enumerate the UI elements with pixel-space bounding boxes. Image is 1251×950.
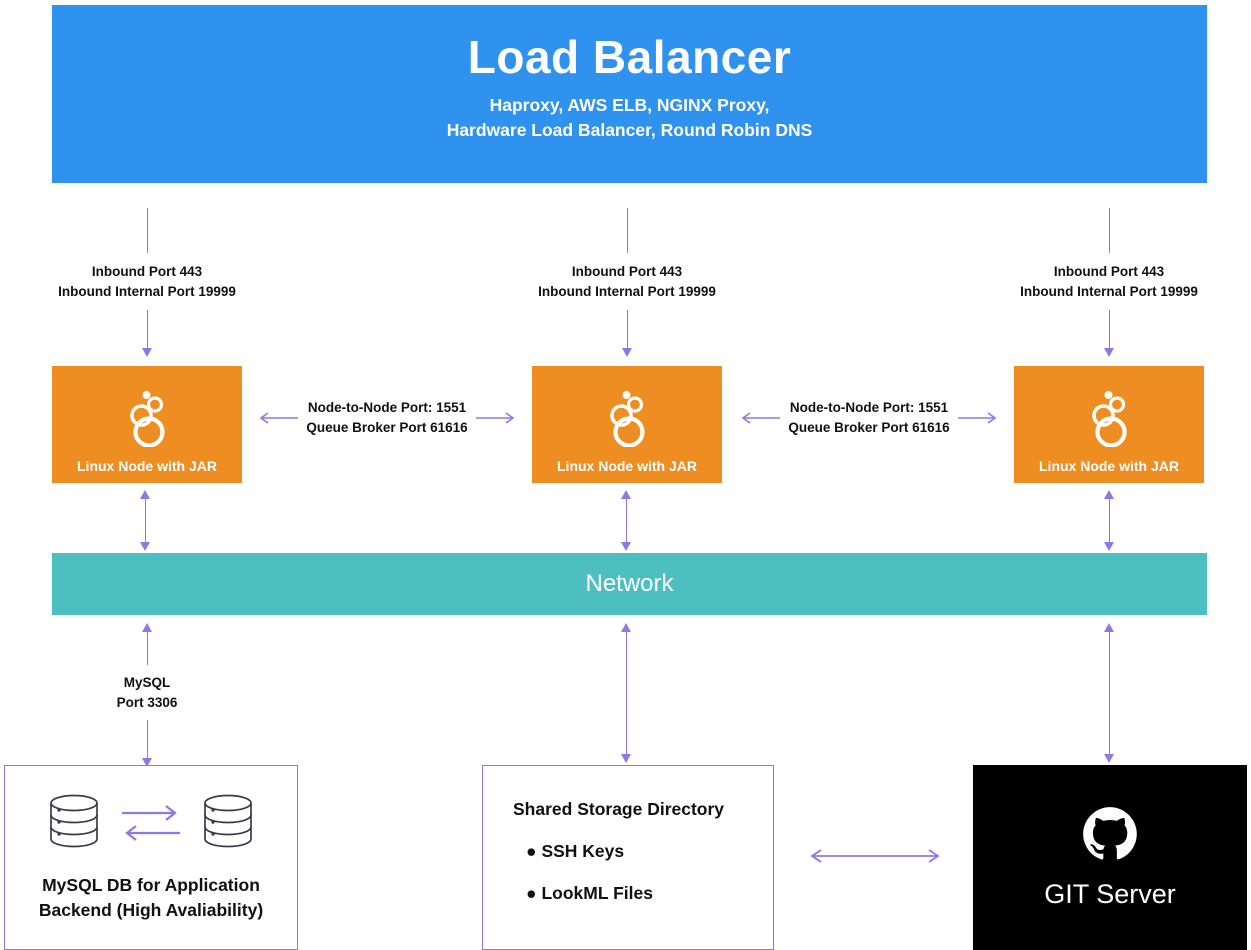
load-balancer-subtitle: Haproxy, AWS ELB, NGINX Proxy, Hardware … bbox=[447, 93, 813, 144]
storage-item-ssh-keys-label: SSH Keys bbox=[541, 841, 625, 861]
linux-node-1-label: Linux Node with JAR bbox=[77, 458, 217, 474]
mysql-db-icons bbox=[48, 793, 254, 851]
bullet-icon: ● bbox=[526, 883, 537, 903]
mysql-connector-line2: Port 3306 bbox=[116, 694, 178, 710]
arrow-right-icon bbox=[957, 411, 997, 424]
linux-node-3-label: Linux Node with JAR bbox=[1039, 458, 1179, 474]
arrow-up-icon bbox=[142, 623, 152, 632]
bullet-icon: ● bbox=[526, 841, 537, 861]
node-link-2: Node-to-Node Port: 1551 Queue Broker Por… bbox=[728, 398, 1010, 437]
connector-line-bottom bbox=[1108, 310, 1110, 349]
node-link-1: Node-to-Node Port: 1551 Queue Broker Por… bbox=[246, 398, 528, 437]
git-server-label: GIT Server bbox=[1044, 878, 1176, 909]
arrow-up-icon bbox=[621, 490, 631, 499]
inbound-connector-3-line1: Inbound Port 443 bbox=[1053, 264, 1165, 279]
arrow-down-icon bbox=[1104, 348, 1114, 358]
network-bar: Network bbox=[52, 553, 1207, 615]
mysql-connector-line1: MySQL bbox=[123, 675, 171, 690]
connector-line bbox=[1108, 499, 1110, 542]
mysql-db-caption: MySQL DB for Application Backend (High A… bbox=[39, 873, 263, 922]
arrow-down-icon bbox=[142, 758, 152, 768]
load-balancer-box: Load Balancer Haproxy, AWS ELB, NGINX Pr… bbox=[52, 5, 1207, 183]
connector-line bbox=[1108, 632, 1110, 754]
connector-line-top bbox=[626, 208, 628, 253]
connector-line bbox=[625, 632, 627, 754]
github-icon bbox=[1082, 806, 1138, 867]
load-balancer-title: Load Balancer bbox=[467, 31, 792, 83]
arrow-down-icon bbox=[142, 348, 152, 358]
arrow-up-icon bbox=[140, 490, 150, 499]
node-link-1-line2: Queue Broker Port 61616 bbox=[306, 419, 468, 435]
inbound-connector-2: Inbound Port 443 Inbound Internal Port 1… bbox=[512, 208, 742, 358]
linux-node-3: Linux Node with JAR bbox=[1014, 366, 1204, 483]
arrow-down-icon bbox=[1104, 542, 1114, 551]
network-label: Network bbox=[585, 570, 674, 597]
node-link-2-line1: Node-to-Node Port: 1551 bbox=[789, 400, 949, 415]
looker-icon bbox=[125, 389, 169, 452]
arrow-up-icon bbox=[1104, 490, 1114, 499]
storage-item-lookml-files-label: LookML Files bbox=[541, 883, 653, 903]
connector-line-top bbox=[1108, 208, 1110, 253]
mysql-db-caption-line1: MySQL DB for Application bbox=[42, 875, 260, 895]
connector-line-bottom bbox=[146, 310, 148, 349]
inbound-connector-2-label: Inbound Port 443 Inbound Internal Port 1… bbox=[538, 262, 716, 301]
shared-storage-box: Shared Storage Directory ● SSH Keys ● Lo… bbox=[482, 765, 774, 950]
inbound-connector-3: Inbound Port 443 Inbound Internal Port 1… bbox=[994, 208, 1224, 358]
looker-icon bbox=[1087, 389, 1131, 452]
connector-line-bottom bbox=[146, 720, 148, 759]
load-balancer-subtitle-line1: Haproxy, AWS ELB, NGINX Proxy, bbox=[489, 94, 770, 115]
storage-git-arrow bbox=[805, 848, 945, 869]
inbound-connector-1-line1: Inbound Port 443 bbox=[91, 264, 203, 279]
arrow-down-icon bbox=[1104, 754, 1114, 763]
git-server-box: GIT Server bbox=[973, 765, 1247, 950]
storage-item-ssh-keys: ● SSH Keys bbox=[513, 841, 773, 862]
node-network-arrow-2 bbox=[621, 490, 631, 551]
db-sync-arrows-icon bbox=[122, 805, 180, 841]
node-link-2-label: Node-to-Node Port: 1551 Queue Broker Por… bbox=[788, 398, 949, 437]
connector-line bbox=[625, 499, 627, 542]
connector-line-bottom bbox=[626, 310, 628, 349]
node-link-2-line2: Queue Broker Port 61616 bbox=[788, 419, 950, 435]
connector-line-top bbox=[146, 208, 148, 253]
linux-node-2: Linux Node with JAR bbox=[532, 366, 722, 483]
inbound-connector-2-line2: Inbound Internal Port 19999 bbox=[538, 283, 716, 299]
double-arrow-horizontal-icon bbox=[810, 849, 940, 863]
database-cylinder-icon bbox=[50, 794, 98, 848]
inbound-connector-3-label: Inbound Port 443 Inbound Internal Port 1… bbox=[1020, 262, 1198, 301]
database-cylinder-icon bbox=[204, 794, 252, 848]
arrow-down-icon bbox=[140, 542, 150, 551]
storage-connector bbox=[621, 623, 631, 763]
linux-node-2-label: Linux Node with JAR bbox=[557, 458, 697, 474]
git-connector bbox=[1104, 623, 1114, 763]
mysql-db-box: MySQL DB for Application Backend (High A… bbox=[4, 765, 298, 950]
node-network-arrow-1 bbox=[140, 490, 150, 551]
storage-item-lookml-files: ● LookML Files bbox=[513, 883, 773, 904]
connector-line-top bbox=[146, 632, 148, 665]
arrow-left-icon bbox=[259, 411, 299, 424]
inbound-connector-1: Inbound Port 443 Inbound Internal Port 1… bbox=[32, 208, 262, 358]
mysql-connector: MySQL Port 3306 bbox=[32, 623, 262, 768]
arrow-down-icon bbox=[621, 542, 631, 551]
inbound-connector-2-line1: Inbound Port 443 bbox=[571, 264, 683, 279]
arrow-down-icon bbox=[622, 348, 632, 358]
shared-storage-title: Shared Storage Directory bbox=[513, 799, 725, 819]
mysql-connector-label: MySQL Port 3306 bbox=[117, 673, 178, 712]
arrow-right-icon bbox=[475, 411, 515, 424]
node-link-1-label: Node-to-Node Port: 1551 Queue Broker Por… bbox=[306, 398, 467, 437]
inbound-connector-1-label: Inbound Port 443 Inbound Internal Port 1… bbox=[58, 262, 236, 301]
connector-line bbox=[144, 499, 146, 542]
arrow-up-icon bbox=[621, 623, 631, 632]
load-balancer-subtitle-line2: Hardware Load Balancer, Round Robin DNS bbox=[446, 120, 813, 141]
node-network-arrow-3 bbox=[1104, 490, 1114, 551]
mysql-db-caption-line2: Backend (High Avaliability) bbox=[38, 899, 264, 920]
arrow-left-icon bbox=[741, 411, 781, 424]
arrow-down-icon bbox=[621, 754, 631, 763]
node-link-1-line1: Node-to-Node Port: 1551 bbox=[307, 400, 467, 415]
linux-node-1: Linux Node with JAR bbox=[52, 366, 242, 483]
inbound-connector-3-line2: Inbound Internal Port 19999 bbox=[1020, 283, 1198, 299]
arrow-up-icon bbox=[1104, 623, 1114, 632]
inbound-connector-1-line2: Inbound Internal Port 19999 bbox=[58, 283, 236, 299]
looker-icon bbox=[605, 389, 649, 452]
